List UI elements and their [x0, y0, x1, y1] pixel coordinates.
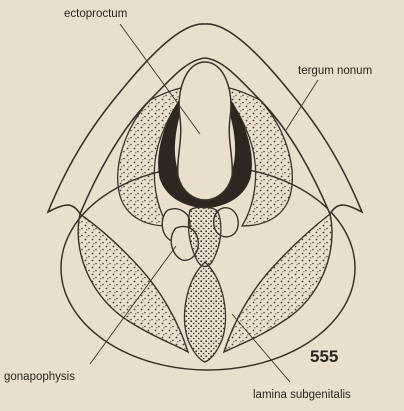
right-lamina-lobe	[224, 214, 332, 352]
central-column-lower	[185, 262, 226, 362]
label-ectoproctum: ectoproctum	[64, 9, 127, 21]
label-lamina-subgenitalis: lamina subgenitalis	[253, 390, 351, 402]
central-column-upper	[188, 207, 220, 266]
figure-number: 555	[310, 348, 338, 365]
label-tergum-nonum: tergum nonum	[298, 66, 372, 78]
ectoproctum-shape	[178, 62, 233, 200]
label-gonapophysis: gonapophysis	[4, 372, 75, 384]
